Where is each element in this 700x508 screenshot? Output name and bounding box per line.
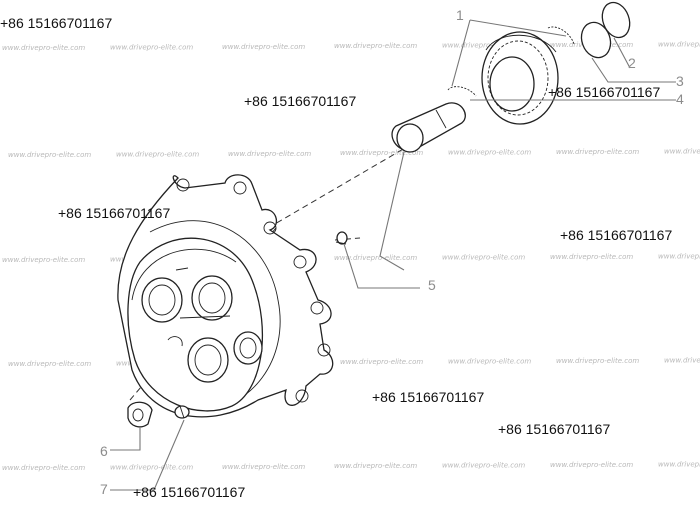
watermark-text: www.drivepro-elite.com bbox=[340, 358, 423, 366]
bolt-hole bbox=[176, 178, 190, 192]
housing-slot bbox=[167, 336, 183, 347]
watermark-text: www.drivepro-elite.com bbox=[228, 150, 311, 158]
watermark-text: www.drivepro-elite.com bbox=[110, 463, 193, 471]
callout-2: 2 bbox=[628, 55, 636, 71]
gear-edge bbox=[485, 34, 557, 53]
bearing-ring-left bbox=[447, 86, 477, 97]
plug-body bbox=[127, 401, 153, 428]
callout-3: 3 bbox=[676, 73, 684, 89]
watermark-text: www.drivepro-elite.com bbox=[556, 148, 639, 156]
sleeve-end bbox=[396, 123, 424, 153]
watermark-text: www.drivepro-elite.com bbox=[2, 464, 85, 472]
watermark-text: www.drivepro-elite.com bbox=[664, 356, 700, 364]
watermark-text: www.drivepro-elite.com bbox=[442, 42, 525, 50]
watermark-text: www.drivepro-elite.com bbox=[556, 357, 639, 365]
gear-bore bbox=[489, 56, 535, 112]
phone-label: +86 15166701167 bbox=[498, 421, 610, 437]
phone-label: +86 15166701167 bbox=[372, 389, 484, 405]
watermark-text: www.drivepro-elite.com bbox=[8, 151, 91, 159]
phone-label: +86 15166701167 bbox=[548, 84, 660, 100]
watermark-text: www.drivepro-elite.com bbox=[658, 460, 700, 468]
small-screw bbox=[335, 231, 348, 245]
callout-5: 5 bbox=[428, 277, 436, 293]
watermark-text: www.drivepro-elite.com bbox=[8, 360, 91, 368]
sleeve bbox=[391, 102, 466, 153]
port-left bbox=[141, 277, 183, 323]
leader-lines bbox=[110, 19, 676, 491]
watermark-text: www.drivepro-elite.com bbox=[550, 461, 633, 469]
port-small-inner bbox=[239, 337, 257, 359]
screw-head bbox=[336, 231, 348, 245]
callout-6: 6 bbox=[100, 443, 108, 459]
bolt-hole bbox=[233, 181, 247, 195]
watermark-text: www.drivepro-elite.com bbox=[550, 253, 633, 261]
leader-1b bbox=[469, 19, 567, 37]
watermark-text: www.drivepro-elite.com bbox=[2, 256, 85, 264]
leader-6 bbox=[110, 428, 141, 451]
bolt-hole bbox=[295, 389, 309, 403]
screw-shank bbox=[335, 241, 347, 245]
leader-5a bbox=[379, 151, 405, 271]
watermark-text: www.drivepro-elite.com bbox=[664, 147, 700, 155]
bolt-hole bbox=[293, 255, 307, 269]
port-small bbox=[233, 331, 263, 365]
watermark-text: www.drivepro-elite.com bbox=[222, 43, 305, 51]
port-bottom bbox=[187, 337, 229, 383]
callout-1: 1 bbox=[456, 7, 464, 23]
bolt-hole bbox=[263, 221, 277, 235]
drain-plug bbox=[127, 401, 153, 428]
watermark-text: www.drivepro-elite.com bbox=[116, 150, 199, 158]
bolt-hole bbox=[310, 301, 324, 315]
housing-mark bbox=[175, 267, 189, 271]
watermark-text: www.drivepro-elite.com bbox=[658, 252, 700, 260]
plug-socket bbox=[132, 408, 144, 422]
phone-label: +86 15166701167 bbox=[0, 15, 112, 31]
sleeve-step bbox=[435, 109, 447, 129]
hub-housing bbox=[127, 237, 263, 412]
bolt-hole bbox=[317, 343, 331, 357]
bearing-ring-right bbox=[547, 26, 575, 45]
watermark-text: www.drivepro-elite.com bbox=[448, 149, 531, 157]
bolt bbox=[174, 405, 190, 419]
leader-3 bbox=[591, 57, 676, 83]
phone-label: +86 15166701167 bbox=[133, 484, 245, 500]
port-left-inner bbox=[148, 284, 176, 316]
watermark-text: www.drivepro-elite.com bbox=[110, 43, 193, 51]
watermark-text: www.drivepro-elite.com bbox=[442, 462, 525, 470]
port-bottom-inner bbox=[194, 344, 222, 376]
spline-gear bbox=[481, 31, 559, 125]
oring-2 bbox=[601, 1, 631, 39]
phone-label: +86 15166701167 bbox=[560, 227, 672, 243]
housing-ridge bbox=[179, 315, 231, 319]
watermark-text: www.drivepro-elite.com bbox=[340, 149, 423, 157]
gear-teeth bbox=[487, 40, 549, 116]
housing-edge bbox=[131, 248, 237, 301]
leader-1a bbox=[451, 19, 471, 87]
port-right bbox=[191, 275, 233, 321]
oring-3 bbox=[580, 21, 612, 59]
leader-7 bbox=[110, 419, 185, 491]
watermark-text: www.drivepro-elite.com bbox=[658, 40, 700, 48]
port-right-inner bbox=[198, 282, 226, 314]
axis-line-upper bbox=[267, 147, 406, 229]
leader-2 bbox=[613, 37, 631, 69]
watermark-text: www.drivepro-elite.com bbox=[334, 254, 417, 262]
watermark-text: www.drivepro-elite.com bbox=[448, 358, 531, 366]
watermark-text: www.drivepro-elite.com bbox=[2, 44, 85, 52]
watermark-text: www.drivepro-elite.com bbox=[442, 254, 525, 262]
watermark-text: www.drivepro-elite.com bbox=[334, 462, 417, 470]
callout-7: 7 bbox=[100, 481, 108, 497]
callout-4: 4 bbox=[676, 91, 684, 107]
leader-5b bbox=[343, 243, 420, 289]
phone-label: +86 15166701167 bbox=[244, 93, 356, 109]
bolt-slot bbox=[179, 405, 185, 419]
watermark-text: www.drivepro-elite.com bbox=[222, 463, 305, 471]
phone-label: +86 15166701167 bbox=[58, 205, 170, 221]
watermark-text: www.drivepro-elite.com bbox=[334, 42, 417, 50]
